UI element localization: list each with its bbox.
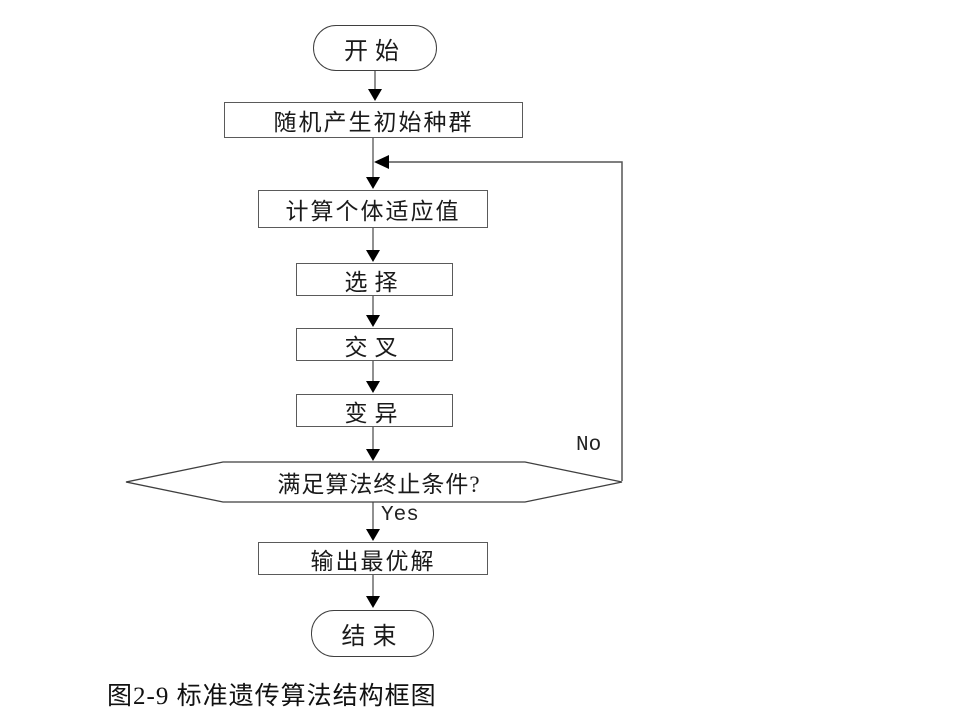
node-fitness: 计算个体适应值 bbox=[258, 190, 488, 228]
node-crossover: 交叉 bbox=[296, 328, 453, 361]
node-selection-label: 选择 bbox=[344, 269, 405, 295]
node-mutation: 变异 bbox=[296, 394, 453, 427]
node-termination-condition-label: 满足算法终止条件? bbox=[277, 472, 481, 497]
node-end: 结束 bbox=[311, 610, 434, 657]
node-start-label: 开始 bbox=[344, 38, 406, 65]
node-output-solution: 输出最优解 bbox=[258, 542, 488, 575]
node-output-solution-label: 输出最优解 bbox=[310, 548, 436, 574]
figure-caption: 图2-9 标准遗传算法结构框图 bbox=[107, 683, 437, 710]
node-init-population-label: 随机产生初始种群 bbox=[273, 110, 474, 135]
node-termination-condition: 满足算法终止条件? bbox=[136, 463, 622, 501]
connector-lines bbox=[372, 71, 376, 599]
decision-hexagon bbox=[125, 461, 623, 503]
node-selection: 选择 bbox=[296, 263, 453, 296]
node-mutation-label: 变异 bbox=[344, 400, 405, 426]
arrowheads bbox=[366, 89, 389, 608]
node-fitness-label: 计算个体适应值 bbox=[285, 199, 461, 224]
node-init-population: 随机产生初始种群 bbox=[224, 102, 523, 138]
node-start: 开始 bbox=[313, 25, 437, 71]
edge-label-yes: Yes bbox=[381, 504, 419, 527]
feedback-loop-line bbox=[389, 161, 623, 481]
edge-label-no: No bbox=[576, 434, 602, 457]
node-end-label: 结束 bbox=[341, 624, 404, 650]
node-crossover-label: 交叉 bbox=[344, 334, 405, 360]
